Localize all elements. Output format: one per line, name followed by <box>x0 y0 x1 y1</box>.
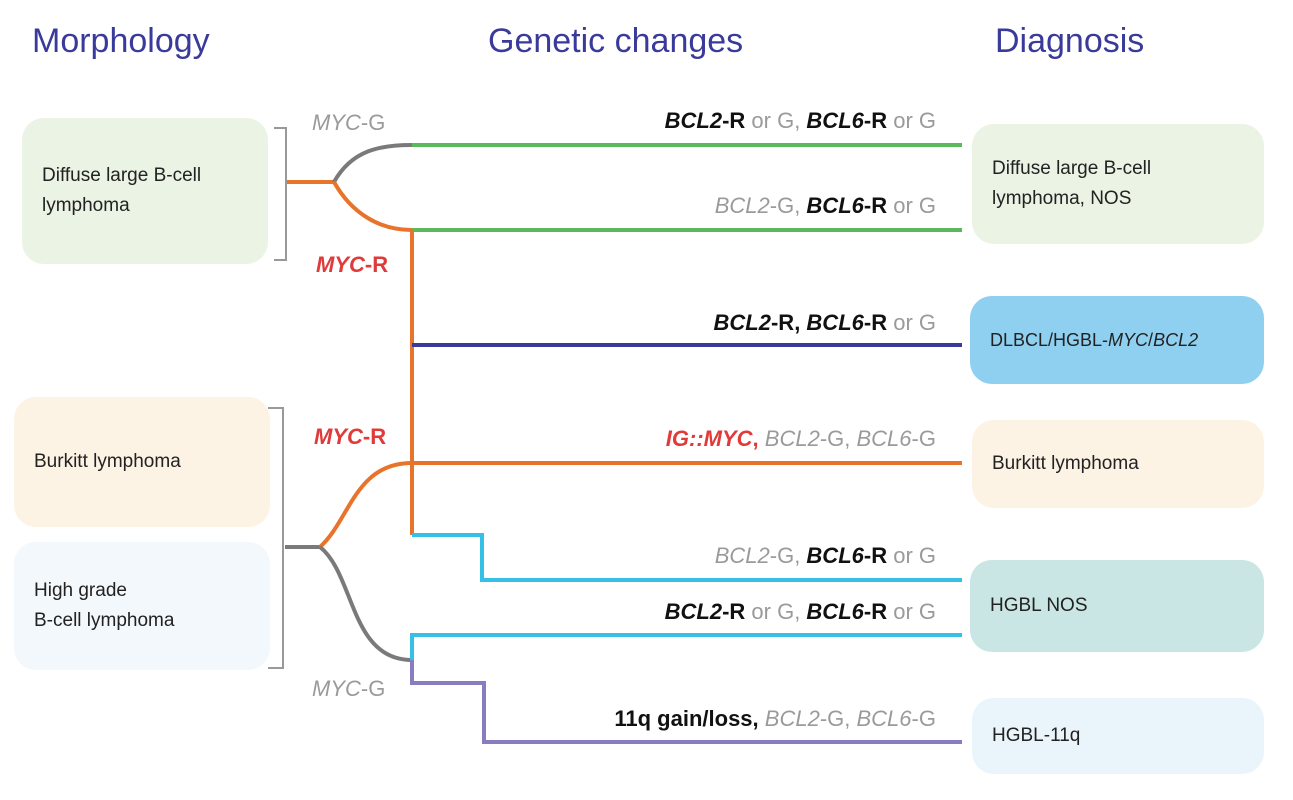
connector-myc-g-top <box>332 143 413 183</box>
morphology-burkitt-label: Burkitt lymphoma <box>34 451 181 472</box>
diagnosis-box-hgbl-nos: HGBL NOS <box>970 560 1264 652</box>
connector-myc-r-top <box>332 181 413 232</box>
label-myc-r-upper: MYC-R <box>316 252 389 277</box>
morphology-box-hgbl: High grade B-cell lymphoma <box>14 542 270 670</box>
diagnosis-dh-sep: / <box>1148 330 1154 350</box>
bracket-dlbcl <box>274 127 287 261</box>
morphology-box-dlbcl: Diffuse large B-cell lymphoma <box>22 118 268 264</box>
genetic-row-5: BCL2-G, BCL6-R or G <box>714 543 936 568</box>
bracket-burkitt-hgbl <box>268 407 284 669</box>
diagnosis-dlbcl-nos-line1: Diffuse large B-cell <box>992 158 1152 179</box>
morphology-box-burkitt: Burkitt lymphoma <box>14 397 270 527</box>
header-morphology: Morphology <box>32 22 210 60</box>
morphology-dlbcl-line2: lymphoma <box>42 195 130 216</box>
diagnosis-box-dlbcl-nos: Diffuse large B-cell lymphoma, NOS <box>972 124 1264 244</box>
genetic-row-4: IG::MYC, BCL2-G, BCL6-G <box>665 426 936 451</box>
genetic-row-2: BCL2-G, BCL6-R or G <box>714 193 936 218</box>
diagnosis-burkitt-label: Burkitt lymphoma <box>992 453 1139 474</box>
diagnosis-box-hgbl-11q: HGBL-11q <box>972 698 1264 774</box>
connector-myc-r-bottom <box>318 461 413 549</box>
diagnosis-box-burkitt: Burkitt lymphoma <box>972 420 1264 508</box>
diagnosis-dh-prefix: DLBCL/HGBL- <box>990 330 1109 350</box>
label-myc-g-bottom: MYC-G <box>312 676 386 701</box>
diagnosis-dh-bcl2: BCL2 <box>1153 330 1199 350</box>
genetic-row-7: 11q gain/loss, BCL2-G, BCL6-G <box>614 706 936 731</box>
diagnosis-dlbcl-nos-line2: lymphoma, NOS <box>992 188 1132 209</box>
diagnosis-hgbl-nos-label: HGBL NOS <box>990 595 1088 616</box>
header-genetic-changes: Genetic changes <box>488 22 744 60</box>
morphology-hgbl-line2: B-cell lymphoma <box>34 610 175 631</box>
genetic-row-6: BCL2-R or G, BCL6-R or G <box>664 599 936 624</box>
label-myc-g-top: MYC-G <box>312 110 386 135</box>
connector-myc-g-bottom <box>318 545 413 662</box>
line-row7 <box>410 660 962 744</box>
morphology-hgbl-line1: High grade <box>34 580 127 601</box>
morphology-dlbcl-line1: Diffuse large B-cell <box>42 165 202 186</box>
diagnosis-hgbl-11q-label: HGBL-11q <box>992 725 1081 746</box>
line-row6 <box>410 633 962 660</box>
genetic-row-1: BCL2-R or G, BCL6-R or G <box>664 108 936 133</box>
diagnosis-dh-myc: MYC <box>1108 330 1149 350</box>
diagnosis-box-double-hit: DLBCL/HGBL-MYC/BCL2 <box>970 296 1264 384</box>
header-diagnosis: Diagnosis <box>995 22 1145 60</box>
genetic-row-3: BCL2-R, BCL6-R or G <box>713 310 936 335</box>
line-row5 <box>412 533 962 582</box>
label-myc-r-lower: MYC-R <box>314 424 387 449</box>
